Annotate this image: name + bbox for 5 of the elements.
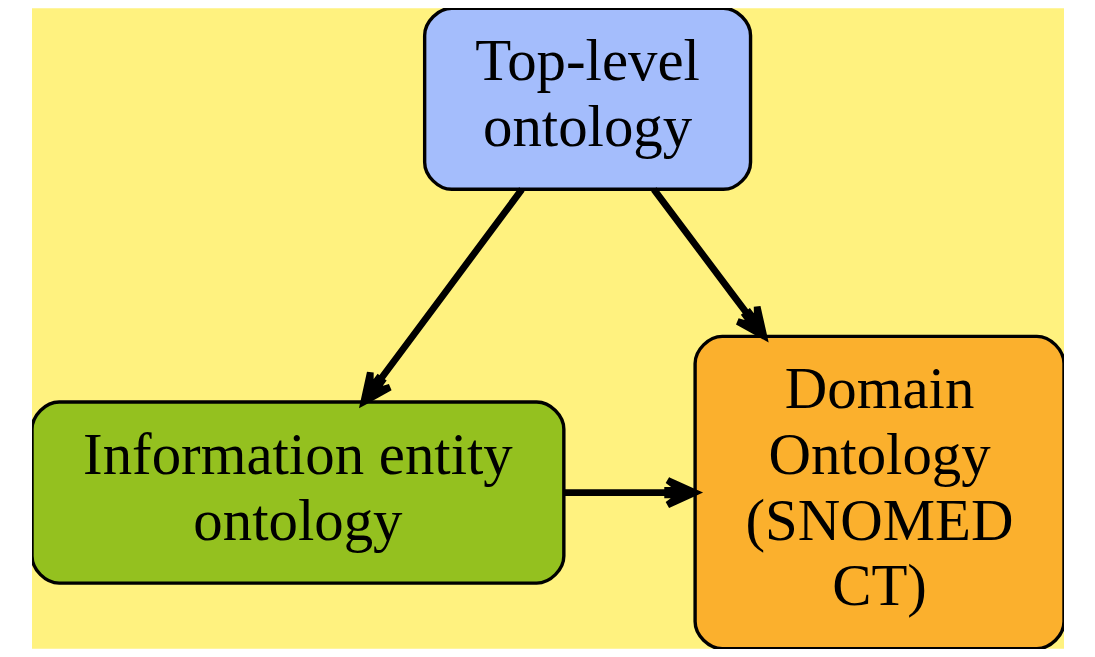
node-box: Domain Ontology (SNOMED CT) (692, 334, 1064, 649)
node-box: Information entity ontology (31, 400, 566, 585)
arrow (650, 187, 767, 340)
arrow (360, 187, 525, 406)
node-box: Top-level ontology (422, 8, 752, 191)
